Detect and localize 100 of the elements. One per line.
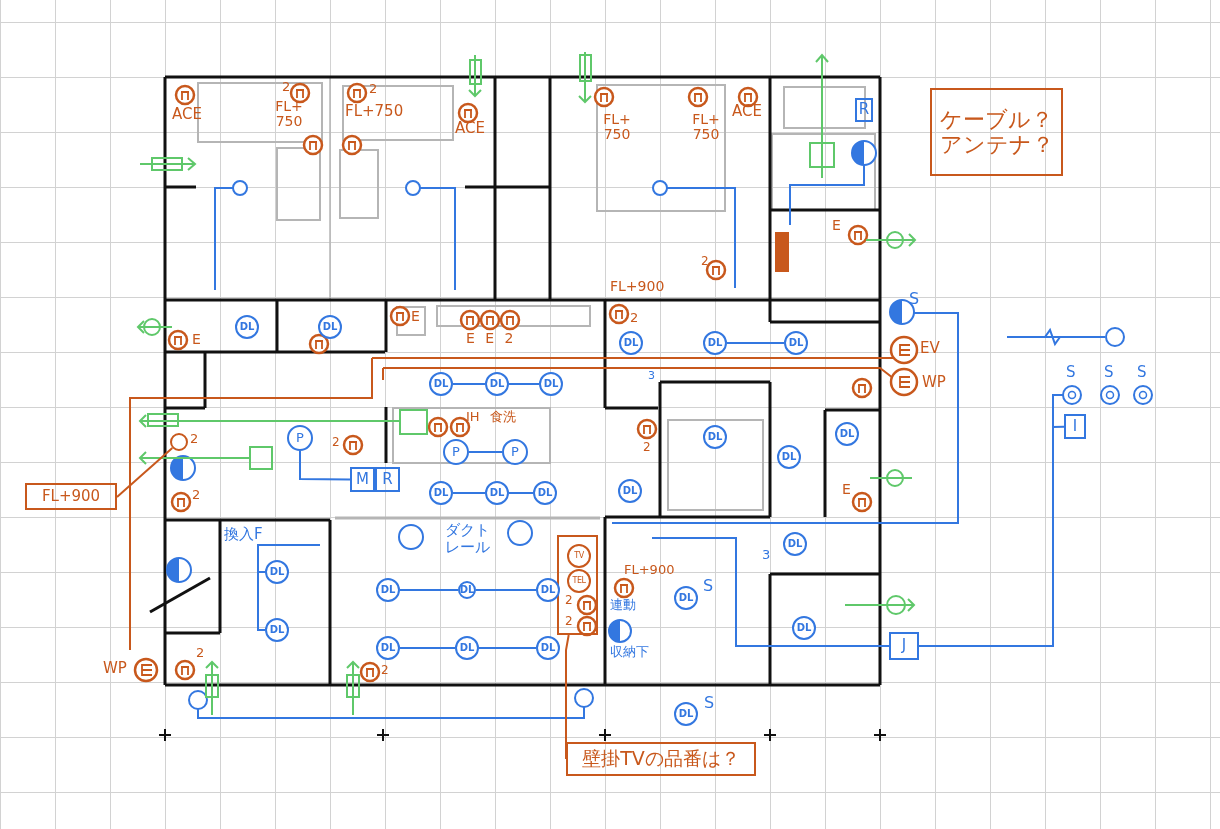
downlight-symbol (536, 636, 560, 660)
symbol-letters: DL (839, 428, 855, 440)
downlight-symbol (235, 315, 259, 339)
annotation-text: 2 (630, 311, 639, 326)
symbol-letters: TEL (572, 576, 586, 586)
wiring-line (475, 589, 537, 591)
symbol-letters: DL (380, 584, 396, 596)
annotation-text: WP (922, 374, 946, 391)
count-number: 2 (565, 594, 573, 609)
outlet-group-frame (557, 535, 598, 635)
annotation-text: 2 (332, 436, 340, 450)
symbol-letters: DL (543, 378, 559, 390)
symbol-letters: DL (623, 337, 639, 349)
downlight-symbol (539, 372, 563, 396)
symbol-letters: DL (459, 642, 475, 654)
symbol-letters: DL (707, 337, 723, 349)
outlet-symbol (1105, 327, 1125, 347)
annotation-text: IH 食洗 (466, 410, 516, 425)
annotation-text: S (1066, 364, 1076, 381)
symbol-letters: DL (540, 584, 556, 596)
symbol-letters: DL (781, 451, 797, 463)
boxed-letter-symbol (350, 467, 375, 492)
symbol-letters: DL (489, 378, 505, 390)
pendant-symbol (287, 425, 313, 451)
note-text: 壁掛TVの品番は？ (582, 748, 740, 770)
annotation-text: FL+900 (610, 279, 665, 295)
annotation-text: ACE (172, 106, 202, 123)
annotation-text: FL+750 (345, 103, 404, 120)
symbol-letters: DL (678, 708, 694, 720)
symbol-letters: R (858, 101, 870, 119)
annotation-text: 2 (282, 80, 291, 95)
symbol-letters: P (296, 430, 304, 446)
downlight-symbol (485, 481, 509, 505)
symbol-letters: J (901, 637, 907, 655)
symbol-letters: DL (269, 566, 285, 578)
annotation-text: 収納下 (610, 645, 649, 660)
annotation-text: S (1137, 364, 1147, 381)
wiring-line (508, 383, 540, 385)
boxed-letter-symbol (1064, 414, 1086, 439)
downlight-symbol (835, 422, 859, 446)
annotation-text: 2 (196, 646, 205, 661)
annotation-text: E (192, 332, 201, 348)
annotation-text: 3 (762, 548, 771, 563)
downlight-symbol (376, 636, 400, 660)
annotation-text: 2 (190, 432, 199, 447)
annotation-text: ダクトレール (443, 522, 491, 555)
downlight-symbol (783, 532, 807, 556)
note-box (930, 88, 1063, 176)
symbol-letters: DL (678, 592, 694, 604)
symbol-letters: I (1072, 417, 1078, 436)
note-text: ケーブル？アンテナ？ (938, 106, 1055, 158)
downlight-symbol (265, 560, 289, 584)
symbol-letters: P (452, 444, 460, 460)
leader-line (565, 634, 570, 760)
symbol-letters: M (356, 470, 369, 489)
downlight-symbol (792, 616, 816, 640)
annotation-text: EV (920, 340, 940, 357)
symbol-letters: DL (322, 321, 338, 333)
annotation-text: S (704, 694, 715, 712)
annotation-text: 2 (369, 82, 378, 97)
annotation-text: 連動 (610, 598, 636, 613)
boxed-letter-symbol (375, 467, 400, 492)
outlet-symbol (170, 433, 188, 451)
annotation-text: 2 (643, 441, 651, 455)
annotation-text: E (842, 482, 851, 498)
note-box (566, 742, 756, 776)
downlight-symbol (618, 479, 642, 503)
annotation-text: 換入F (224, 526, 263, 543)
wiring-line (257, 571, 266, 631)
annotation-text: FL+ 750 (602, 112, 632, 143)
pendant-symbol (502, 439, 528, 465)
wiring-line (726, 342, 785, 344)
annotation-text: 3 (648, 370, 655, 383)
downlight-symbol (536, 578, 560, 602)
annotation-text: E (832, 218, 841, 234)
annotation-text: FL+ 750 (691, 112, 721, 143)
symbol-letters: DL (239, 321, 255, 333)
downlight-symbol (784, 331, 808, 355)
boxed-letter-symbol (889, 632, 919, 660)
downlight-symbol (703, 425, 727, 449)
leader-line (116, 447, 174, 498)
wiring-line (452, 383, 486, 385)
symbol-letters: DL (796, 622, 812, 634)
downlight-symbol (777, 445, 801, 469)
downlight-symbol (619, 331, 643, 355)
symbol-letters: DL (459, 584, 475, 596)
pendant-symbol (443, 439, 469, 465)
downlight-symbol (455, 636, 479, 660)
downlight-symbol (265, 618, 289, 642)
note-tag (25, 483, 117, 510)
annotation-text: S (909, 290, 920, 308)
wiring-line (399, 647, 456, 649)
count-number: 2 (565, 615, 573, 629)
annotation-text: WP (103, 660, 127, 677)
symbol-letters: DL (433, 378, 449, 390)
annotation-text: 2 (381, 664, 389, 678)
downlight-symbol (703, 331, 727, 355)
annotation-text: 2 (192, 488, 201, 503)
annotation-text: E (411, 309, 420, 325)
annotation-text: FL+900 (624, 563, 675, 578)
